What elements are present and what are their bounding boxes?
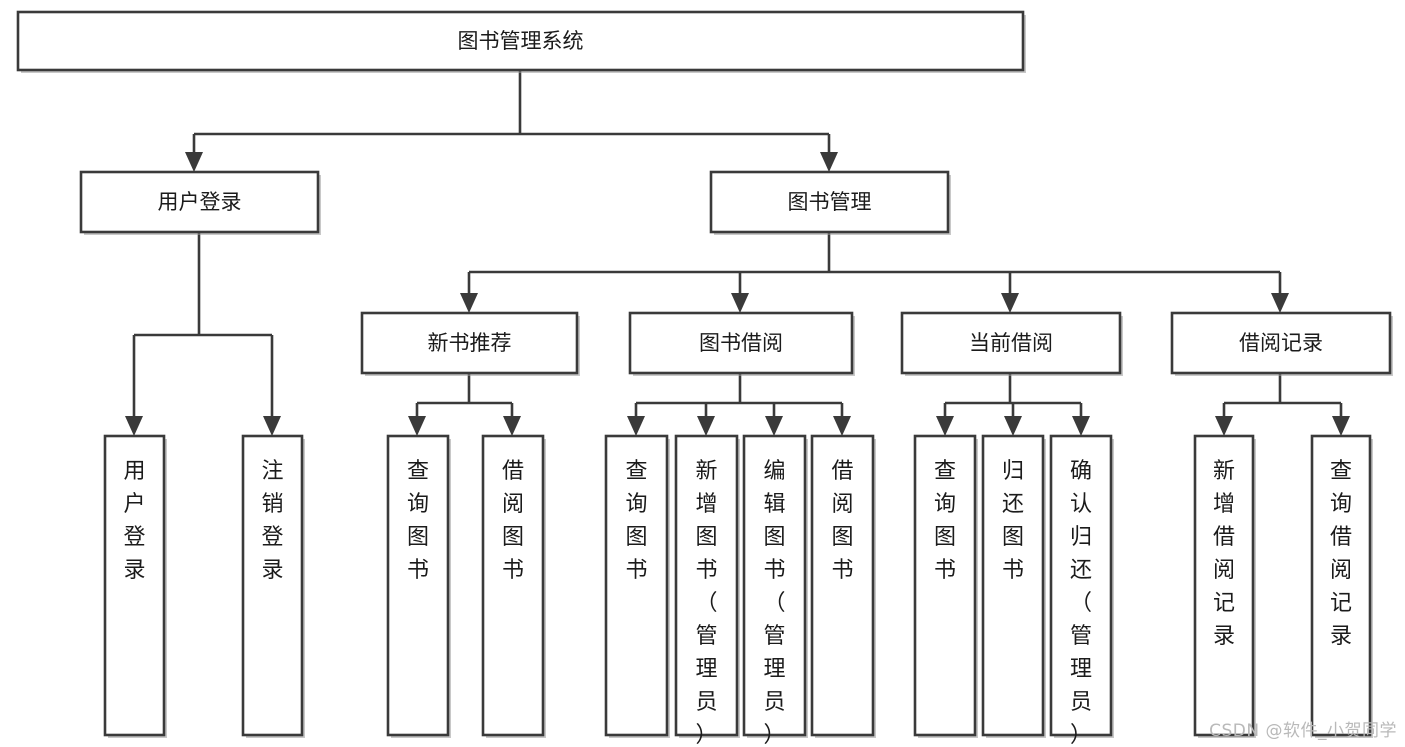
connector-group-book-borrow-to-leaves — [627, 373, 851, 436]
node-label: 当前借阅 — [969, 331, 1053, 355]
node-box[interactable] — [1310, 434, 1372, 737]
node-book-manage[interactable]: 图书管理 — [709, 170, 951, 235]
node-box[interactable] — [810, 434, 875, 737]
node-box[interactable] — [913, 434, 977, 737]
connector-group-root-to-level2 — [185, 70, 838, 172]
node-box[interactable] — [103, 434, 166, 737]
node-leaf-logout[interactable]: 注销登录 — [241, 434, 305, 738]
node-label: 图书管理系统 — [458, 29, 584, 53]
node-leaf-return-book[interactable]: 归还图书 — [981, 434, 1046, 738]
node-box[interactable] — [981, 434, 1045, 737]
watermark-text: CSDN @软件_小贺同学 — [1209, 721, 1397, 741]
node-leaf-query-book-recommend[interactable]: 查询图书 — [386, 434, 451, 738]
node-leaf-query-borrow-record[interactable]: 查询借阅记录 — [1310, 434, 1373, 738]
node-label: 查询图书 — [407, 459, 429, 583]
node-box[interactable] — [481, 434, 545, 737]
node-box[interactable] — [742, 434, 807, 737]
connectors-layer — [125, 70, 1350, 436]
node-leaf-add-book[interactable]: 新增图书（管理员） — [674, 434, 740, 747]
arrow-head — [185, 152, 203, 172]
node-label: 确认归还（管理员） — [1070, 459, 1092, 747]
arrow-head — [503, 416, 521, 436]
node-box[interactable] — [1170, 311, 1392, 375]
node-box[interactable] — [79, 170, 320, 234]
arrow-head — [731, 293, 749, 313]
node-box[interactable] — [1049, 434, 1113, 737]
arrow-head — [1001, 293, 1019, 313]
arrow-head — [1332, 416, 1350, 436]
arrow-head — [408, 416, 426, 436]
arrow-head — [1215, 416, 1233, 436]
node-label: 编辑图书（管理员） — [763, 459, 785, 747]
connector-group-new-book-recommend-to-leaves — [408, 373, 521, 436]
node-root[interactable]: 图书管理系统 — [16, 10, 1026, 73]
arrow-head — [1004, 416, 1022, 436]
node-box[interactable] — [386, 434, 450, 737]
node-label: 注销登录 — [261, 459, 283, 583]
node-leaf-edit-book[interactable]: 编辑图书（管理员） — [742, 434, 808, 747]
node-label: 用户登录 — [158, 190, 242, 214]
node-box[interactable] — [709, 170, 950, 234]
node-label: 新增图书（管理员） — [695, 459, 717, 747]
node-borrow-record[interactable]: 借阅记录 — [1170, 311, 1393, 376]
node-new-book-recommend[interactable]: 新书推荐 — [360, 311, 580, 376]
arrow-head — [697, 416, 715, 436]
arrow-head — [1072, 416, 1090, 436]
node-label: 借阅图书 — [831, 459, 853, 583]
nodes-layer: 图书管理系统用户登录图书管理新书推荐图书借阅当前借阅借阅记录用户登录注销登录查询… — [16, 10, 1393, 747]
node-label: 新增借阅记录 — [1213, 459, 1235, 649]
node-leaf-confirm-return[interactable]: 确认归还（管理员） — [1049, 434, 1114, 747]
connector-group-borrow-record-to-leaves — [1215, 373, 1350, 436]
node-leaf-add-borrow-record[interactable]: 新增借阅记录 — [1193, 434, 1256, 738]
node-box[interactable] — [16, 10, 1025, 72]
node-label: 借阅记录 — [1239, 331, 1323, 355]
node-leaf-user-login[interactable]: 用户登录 — [103, 434, 167, 738]
node-leaf-borrow-book[interactable]: 借阅图书 — [810, 434, 876, 738]
connector-group-current-borrow-to-leaves — [936, 373, 1090, 436]
node-label: 图书借阅 — [699, 331, 783, 355]
node-box[interactable] — [628, 311, 854, 375]
node-label: 图书管理 — [788, 190, 872, 214]
node-label: 查询图书 — [625, 459, 647, 583]
node-label: 新书推荐 — [428, 331, 512, 355]
connector-group-book-manage-to-level3 — [460, 232, 1289, 313]
node-leaf-query-book-borrow[interactable]: 查询图书 — [604, 434, 670, 738]
node-label: 查询图书 — [934, 459, 956, 583]
node-label: 用户登录 — [123, 459, 145, 583]
node-leaf-borrow-book-recommend[interactable]: 借阅图书 — [481, 434, 546, 738]
node-book-borrow[interactable]: 图书借阅 — [628, 311, 855, 376]
arrow-head — [820, 152, 838, 172]
arrow-head — [627, 416, 645, 436]
node-current-borrow[interactable]: 当前借阅 — [900, 311, 1123, 376]
node-box[interactable] — [604, 434, 669, 737]
node-box[interactable] — [241, 434, 304, 737]
node-user-login[interactable]: 用户登录 — [79, 170, 321, 235]
arrow-head — [1271, 293, 1289, 313]
node-leaf-query-book-current[interactable]: 查询图书 — [913, 434, 978, 738]
arrow-head — [936, 416, 954, 436]
arrow-head — [833, 416, 851, 436]
connector-group-user-login-to-leaves — [125, 232, 281, 436]
node-label: 查询借阅记录 — [1330, 459, 1352, 649]
node-box[interactable] — [900, 311, 1122, 375]
arrow-head — [263, 416, 281, 436]
arrow-head — [460, 293, 478, 313]
node-box[interactable] — [360, 311, 579, 375]
arrow-head — [765, 416, 783, 436]
node-label: 归还图书 — [1002, 459, 1024, 583]
node-box[interactable] — [674, 434, 739, 737]
node-box[interactable] — [1193, 434, 1255, 737]
arrow-head — [125, 416, 143, 436]
node-label: 借阅图书 — [502, 459, 524, 583]
